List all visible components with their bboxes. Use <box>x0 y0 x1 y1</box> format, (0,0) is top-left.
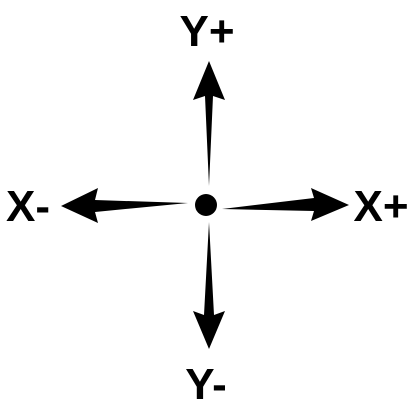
arrow-right-x-plus <box>222 188 349 221</box>
label-y-minus: Y- <box>185 360 227 409</box>
label-y-plus: Y+ <box>179 7 234 56</box>
label-x-minus: X- <box>6 182 50 231</box>
origin-dot <box>195 194 217 216</box>
arrow-left-x-minus <box>61 188 188 223</box>
label-x-plus: X+ <box>353 182 408 231</box>
arrow-up-y-plus <box>193 61 225 186</box>
arrow-down-y-minus <box>193 222 225 349</box>
